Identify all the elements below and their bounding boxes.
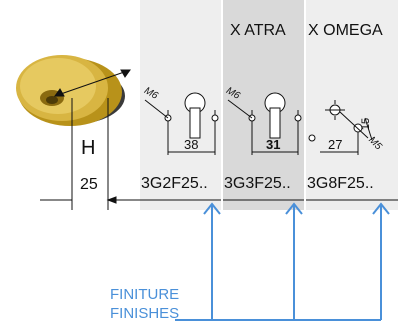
profile-1 <box>144 92 219 155</box>
column-3-title: X OMEGA <box>308 22 383 39</box>
profile-2 <box>227 92 302 155</box>
dimension-31: 31 <box>266 137 281 152</box>
cylinder-image <box>16 55 125 126</box>
profile-3 <box>308 100 373 155</box>
dimension-38: 38 <box>184 137 199 152</box>
finish-arrows <box>175 202 390 321</box>
finishes-label-it: FINITURE <box>110 286 180 303</box>
height-label: H <box>81 137 96 159</box>
dimension-27: 27 <box>328 137 343 152</box>
code-column-3: 3G8F25.. <box>307 175 374 192</box>
column-1-background <box>140 0 222 210</box>
column-3-background <box>305 0 398 210</box>
column-2-background <box>222 0 305 210</box>
column-2-title: X ATRA <box>230 22 286 39</box>
finishes-label-en: FINISHES <box>110 305 180 322</box>
code-column-2: 3G3F25.. <box>224 175 291 192</box>
dimension-25: 25 <box>80 176 98 193</box>
dimension-15: 15 <box>360 117 373 131</box>
left-dimensions <box>40 69 398 210</box>
code-column-1: 3G2F25.. <box>141 175 208 192</box>
